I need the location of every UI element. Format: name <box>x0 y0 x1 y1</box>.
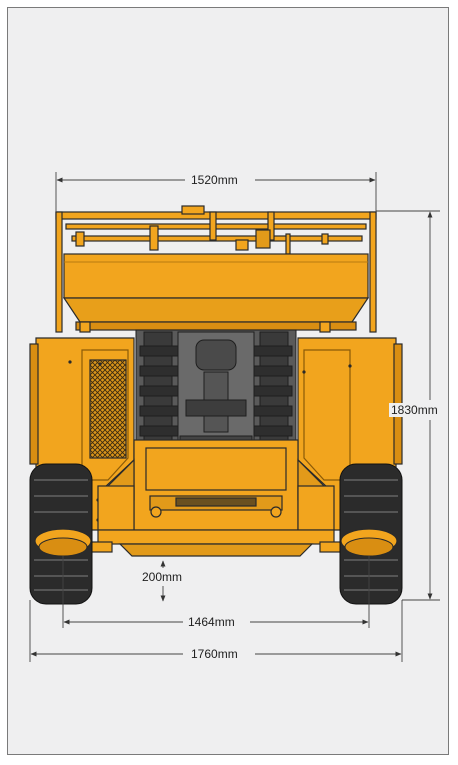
overall-height-label: 1830mm <box>389 403 440 417</box>
right-wheel <box>339 463 403 605</box>
chassis <box>89 439 343 557</box>
platform-width-label: 1520mm <box>189 173 240 187</box>
left-wheel <box>29 463 93 605</box>
ground-clearance-label: 200mm <box>140 570 185 584</box>
track-width-label: 1464mm <box>186 615 237 629</box>
overall-width-label: 1760mm <box>189 647 240 661</box>
platform-deck <box>62 253 370 333</box>
dimension-lines <box>29 172 440 662</box>
guardrail <box>55 205 377 333</box>
